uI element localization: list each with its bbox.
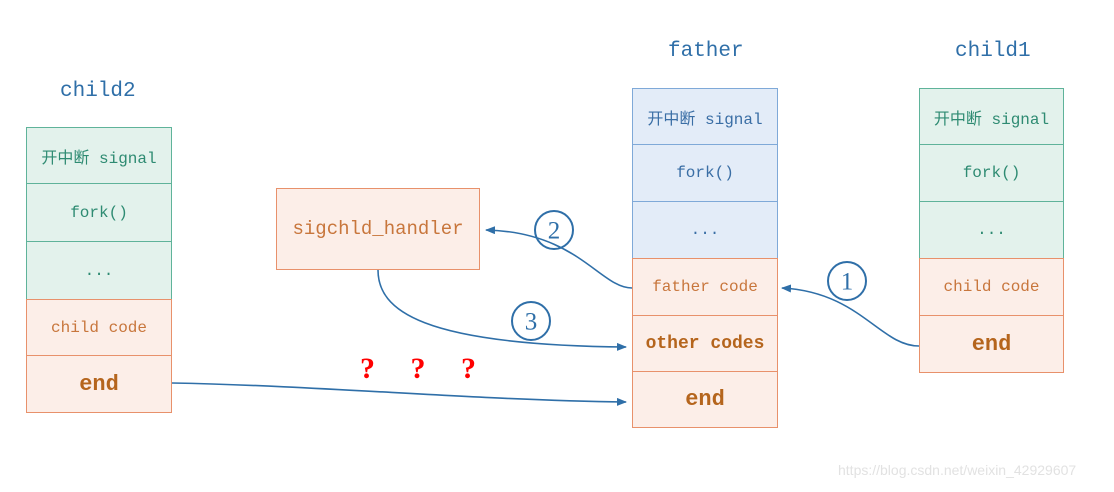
father-row-4: other codes: [632, 315, 778, 371]
child1-row-2: ...: [919, 201, 1064, 258]
arrow-father-code-to-handler: [485, 226, 633, 289]
child2-row-4: end: [26, 355, 172, 413]
child2-row-2: ...: [26, 241, 172, 299]
father-row-0: 开中断 signal: [632, 88, 778, 144]
child1-row-4: end: [919, 315, 1064, 373]
step-badge-1-label: 1: [841, 269, 854, 296]
watermark: https://blog.csdn.net/weixin_42929607: [838, 462, 1077, 478]
column-title-child1: child1: [955, 40, 1031, 63]
father-row-2: ...: [632, 201, 778, 258]
father-row-3: father code: [632, 258, 778, 315]
column-title-father: father: [668, 40, 744, 63]
child2-row-3: child code: [26, 299, 172, 355]
father-row-1: fork(): [632, 144, 778, 201]
question-marks-annotation: ? ? ?: [360, 352, 490, 385]
child1-row-0: 开中断 signal: [919, 88, 1064, 144]
column-title-child2: child2: [60, 80, 136, 103]
child2-row-1: fork(): [26, 183, 172, 241]
child1-row-1: fork(): [919, 144, 1064, 201]
child1-row-3: child code: [919, 258, 1064, 315]
step-badge-3-label: 3: [525, 309, 538, 336]
process-stack-child2: 开中断 signal fork() ... child code end: [26, 127, 172, 413]
process-stack-father: 开中断 signal fork() ... father code other …: [632, 88, 778, 428]
step-badge-1: 1: [827, 261, 867, 301]
arrow-child1-end-to-father-code: [781, 284, 920, 347]
sigchld-handler-box: sigchld_handler: [276, 188, 480, 270]
arrow-handler-to-other-codes: [377, 269, 627, 351]
step-badge-2-label: 2: [548, 218, 561, 245]
process-stack-child1: 开中断 signal fork() ... child code end: [919, 88, 1064, 373]
father-row-5: end: [632, 371, 778, 428]
child2-row-0: 开中断 signal: [26, 127, 172, 183]
step-badge-2: 2: [534, 210, 574, 250]
step-badge-3: 3: [511, 301, 551, 341]
